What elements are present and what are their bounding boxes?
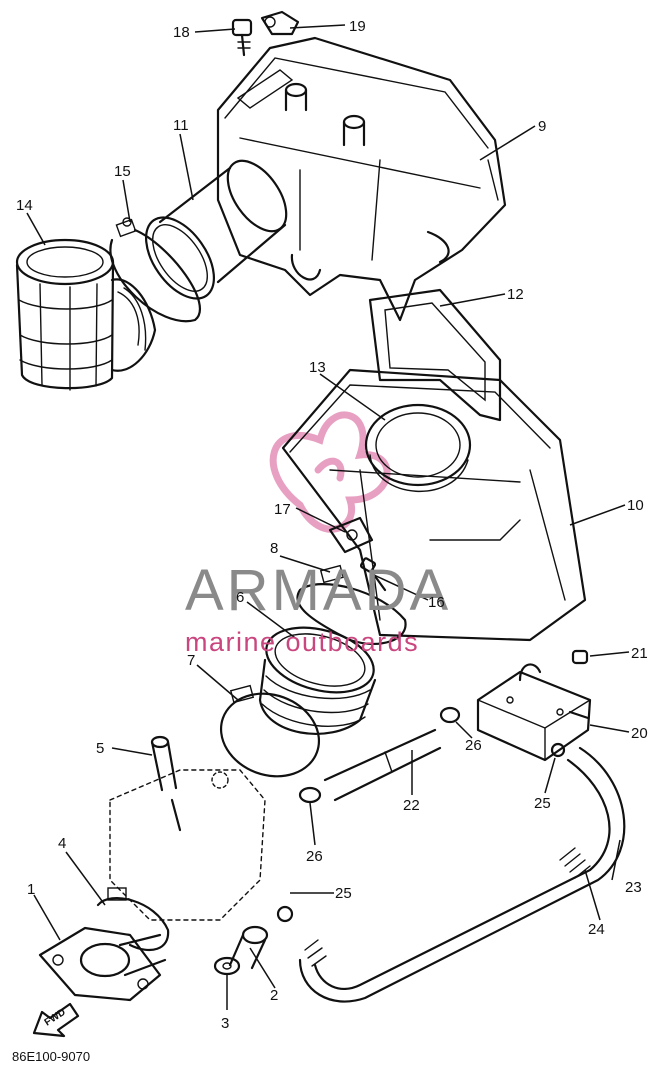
callout-8: 8 [270, 540, 278, 557]
fuel-hose-22 [323, 728, 442, 802]
watermark-logo [269, 411, 391, 533]
callout-19: 19 [349, 18, 366, 35]
callout-15: 15 [114, 163, 131, 180]
callout-16: 16 [428, 594, 445, 611]
callout-17: 17 [274, 501, 291, 518]
callout-25-right: 25 [534, 795, 551, 812]
callout-3: 3 [221, 1015, 229, 1032]
callout-13: 13 [309, 359, 326, 376]
callout-26-upper: 26 [465, 737, 482, 754]
diagram-code: 86E100-9070 [12, 1049, 90, 1064]
carburetor-gasket [109, 769, 266, 921]
washer-3 [213, 956, 241, 976]
callout-26-lower: 26 [306, 848, 323, 865]
callout-1: 1 [27, 881, 35, 898]
hose-fitting-25-left [276, 905, 294, 923]
callout-20: 20 [631, 725, 648, 742]
hose-fitting-25-right [550, 742, 566, 758]
air-box-cover [216, 36, 507, 322]
stud-5 [150, 735, 182, 832]
fuel-pump [476, 663, 592, 762]
leader-lines [26, 24, 630, 1010]
intake-flange [38, 926, 167, 1002]
callout-18: 18 [173, 24, 190, 41]
callout-24: 24 [588, 921, 605, 938]
callout-7: 7 [187, 652, 195, 669]
cap-21 [571, 649, 589, 665]
rubber-joint-13 [364, 403, 472, 492]
watermark-brand: ARMADA [185, 558, 451, 623]
hose-clamp-15 [109, 217, 202, 323]
air-filter-element [15, 238, 157, 391]
forward-direction-arrow: FWD [32, 1002, 80, 1038]
hose-clip-26-upper [439, 706, 461, 724]
gasket-12 [368, 288, 502, 422]
callout-11: 11 [173, 117, 189, 134]
bolt-2 [228, 925, 269, 970]
callout-6: 6 [236, 589, 244, 606]
hose-clip-26-lower [298, 786, 322, 804]
callout-21: 21 [631, 645, 648, 662]
callout-5: 5 [96, 740, 104, 757]
callout-4: 4 [58, 835, 66, 852]
nut-19 [260, 10, 300, 36]
callout-25-left: 25 [335, 885, 352, 902]
part-callouts: 18 19 9 11 15 14 12 13 10 17 8 16 6 7 21… [16, 18, 648, 1032]
callout-2: 2 [270, 987, 278, 1004]
callout-10: 10 [627, 497, 644, 514]
callout-22: 22 [403, 797, 420, 814]
callout-14: 14 [16, 197, 33, 214]
watermark-tagline: marine outboards [185, 627, 419, 657]
air-box-case [281, 368, 587, 642]
intake-duct [144, 159, 288, 300]
hose-clamp-7 [219, 684, 321, 778]
callout-12: 12 [507, 286, 524, 303]
bracket-17 [328, 516, 374, 554]
callout-9: 9 [538, 118, 546, 135]
spring-guard-24 [304, 847, 591, 967]
hose-clamp-4 [96, 887, 170, 952]
hose-clamp-8 [296, 564, 407, 645]
callout-23: 23 [625, 879, 642, 896]
screw-18 [231, 18, 253, 57]
fuel-hose-23 [298, 746, 626, 1003]
